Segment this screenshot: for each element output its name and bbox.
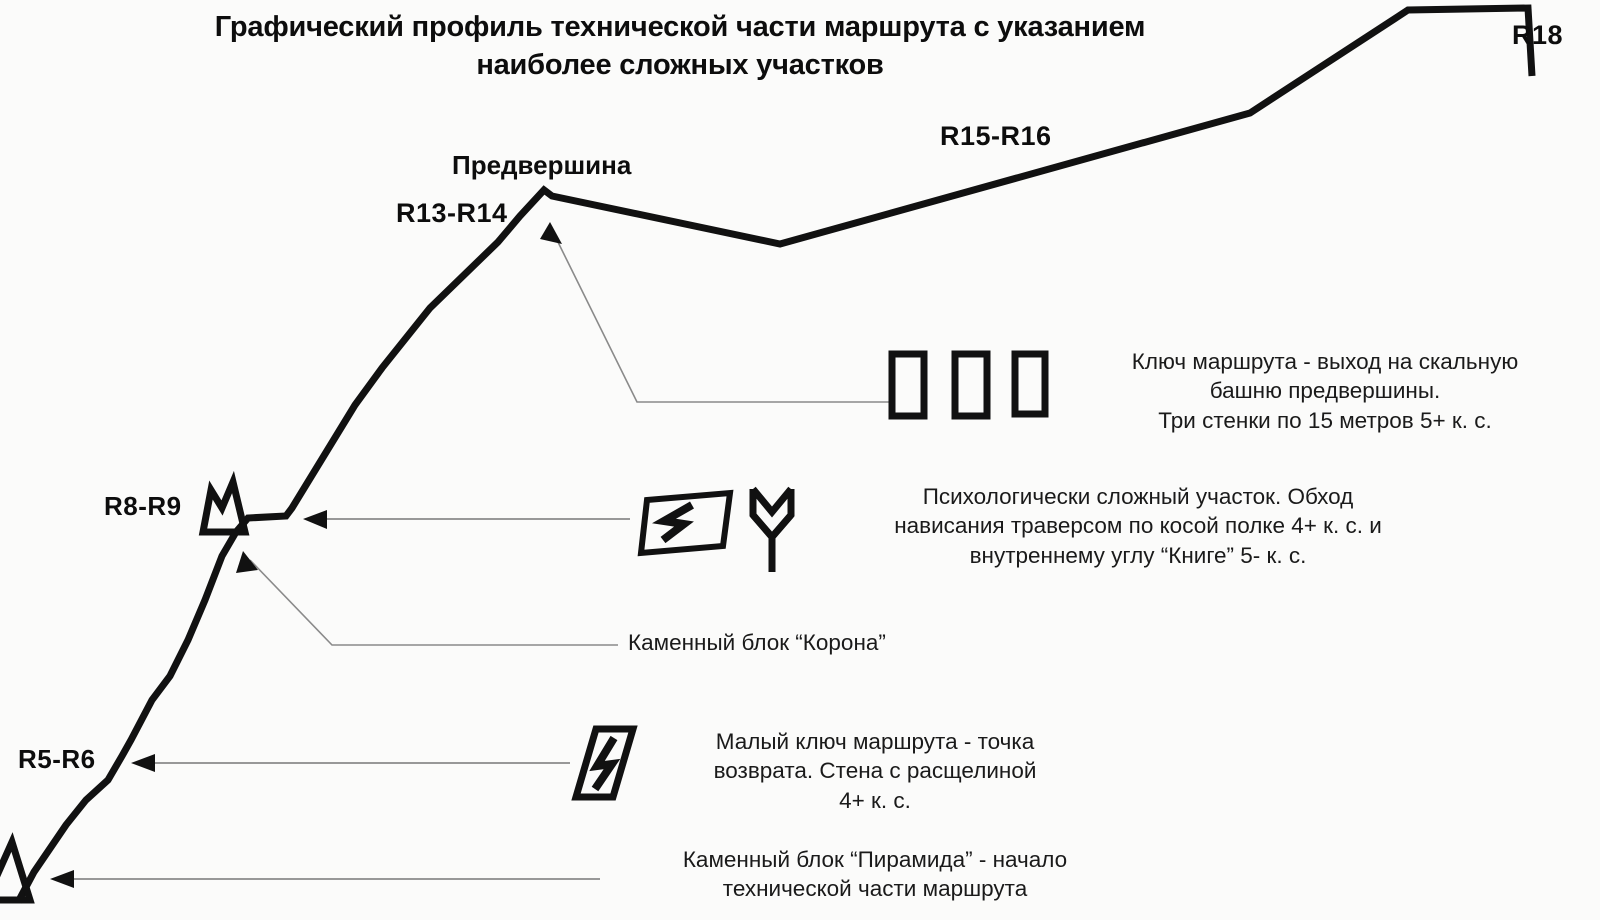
label-r15-r16: R15-R16 xyxy=(940,121,1052,151)
label-r5-r6: R5-R6 xyxy=(18,744,96,774)
callout-key-of-route: Ключ маршрута - выход на скальную башню … xyxy=(1131,349,1519,433)
wall-rectangle-icon-group xyxy=(888,350,1049,420)
label-r18: R18 xyxy=(1512,20,1564,50)
leader-line-small-key xyxy=(131,754,570,772)
callout-psychological-section: Психологически сложный участок. Обход на… xyxy=(894,484,1382,568)
leader-line-piramida xyxy=(50,870,600,888)
label-r8-r9: R8-R9 xyxy=(104,491,182,521)
leader-line-psychological xyxy=(303,510,630,529)
callout-small-key: Малый ключ маршрута - точка возврата. Ст… xyxy=(713,729,1037,813)
page-title-line-2: наиболее сложных участков xyxy=(476,49,884,82)
page-title-line-1: Графический профиль технической части ма… xyxy=(214,11,1146,43)
callout-korona-block: Каменный блок “Корона” xyxy=(628,630,886,655)
crack-wall-lightning-icon xyxy=(571,725,638,801)
overhang-lightning-icon xyxy=(637,489,734,557)
inner-corner-book-icon xyxy=(749,486,795,572)
callout-piramida-block: Каменный блок “Пирамида” - начало технич… xyxy=(682,847,1068,902)
leader-line-korona xyxy=(236,551,618,646)
pyramid-triangle-icon xyxy=(0,832,35,904)
route-profile-line xyxy=(14,4,1536,904)
crown-icon xyxy=(198,470,250,536)
label-predvershina: Предвершина xyxy=(452,150,632,180)
label-r13-r14: R13-R14 xyxy=(396,198,508,228)
page-title: Графический профиль технической части ма… xyxy=(60,8,1300,85)
leader-line-key-of-route xyxy=(540,222,890,403)
